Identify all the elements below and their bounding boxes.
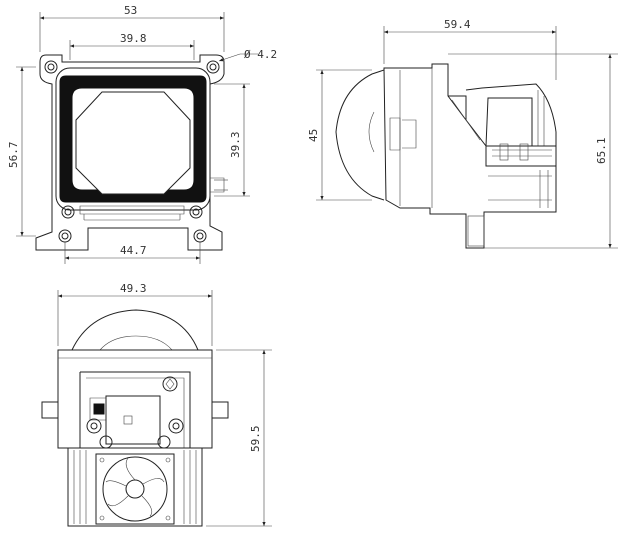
side-dimensions: 59.4 45 65.1 <box>307 18 618 249</box>
dim-rear-height: 59.5 <box>249 426 262 453</box>
dim-hole-diameter: Ø 4.2 <box>244 48 277 61</box>
dim-front-width-overall: 53 <box>124 4 137 17</box>
rear-dimensions: 49.3 59.5 <box>57 282 272 527</box>
dim-front-height-inner: 39.3 <box>229 132 242 159</box>
front-view <box>35 54 228 251</box>
dim-front-height-overall: 56.7 <box>7 142 20 169</box>
rear-view <box>41 309 229 527</box>
dim-hole-spacing: 44.7 <box>120 244 147 257</box>
dim-lens-height: 45 <box>307 129 320 142</box>
dim-total-height: 65.1 <box>595 138 608 165</box>
dim-rear-width: 49.3 <box>120 282 147 295</box>
front-dimensions: 53 39.8 Ø 4.2 56.7 39.3 44.7 <box>7 4 277 264</box>
side-view <box>335 63 557 249</box>
dim-front-width-inner: 39.8 <box>120 32 147 45</box>
dim-side-length: 59.4 <box>444 18 471 31</box>
